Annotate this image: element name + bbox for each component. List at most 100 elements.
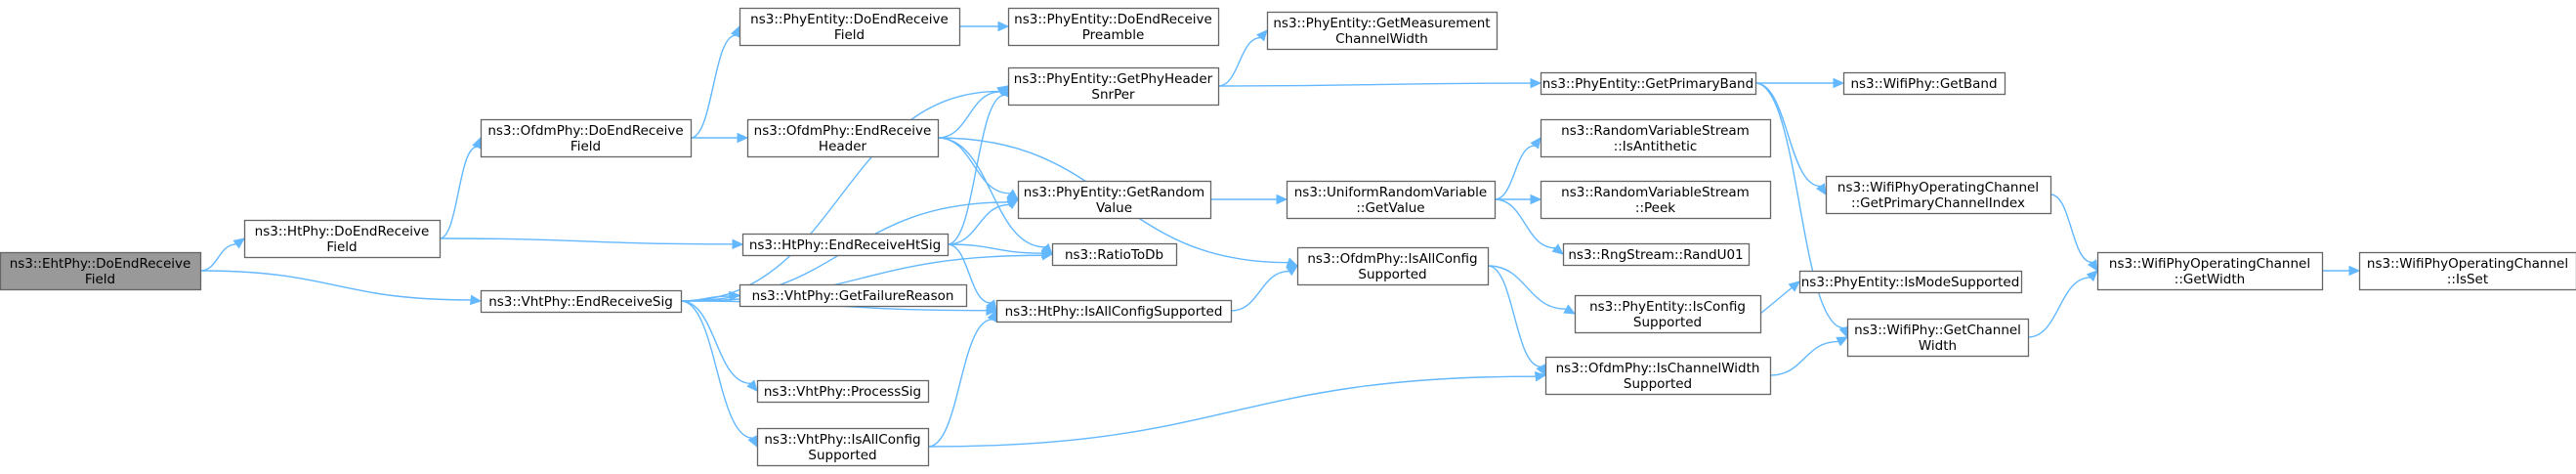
node-label-line: ns3::HtPhy::EndReceiveHtSig <box>749 237 941 253</box>
node-box[interactable] <box>243 219 442 259</box>
node-box[interactable] <box>1007 7 1220 47</box>
edge-arrowhead <box>1836 336 1849 347</box>
node-box[interactable] <box>1798 270 2023 294</box>
node-box[interactable] <box>2358 251 2576 291</box>
node-label-line: ns3::WifiPhyOperatingChannel <box>2109 256 2310 272</box>
function-node-n8[interactable]: ns3::VhtPhy::GetFailureReason <box>739 283 968 308</box>
edge-arrowhead <box>1788 280 1800 292</box>
function-node-n21[interactable]: ns3::RandomVariableStream::Peek <box>1540 180 1772 220</box>
edge-arrowhead <box>1006 196 1020 208</box>
node-box[interactable] <box>1825 175 2052 215</box>
node-box[interactable] <box>756 427 930 467</box>
edge-arrowhead <box>1551 243 1564 255</box>
node-label-line: ns3::WifiPhyOperatingChannel <box>1837 180 2039 195</box>
node-label-line: Field <box>570 139 601 154</box>
function-node-n7[interactable]: ns3::HtPhy::EndReceiveHtSig <box>741 233 950 257</box>
edge-arrowhead <box>747 435 758 449</box>
node-label-line: ns3::OfdmPhy::DoEndReceive <box>487 123 683 139</box>
function-node-n26[interactable]: ns3::WifiPhyOperatingChannel::GetPrimary… <box>1825 175 2052 215</box>
function-node-n19[interactable]: ns3::PhyEntity::GetPrimaryBand <box>1540 71 1757 96</box>
node-box[interactable] <box>739 283 968 308</box>
node-box[interactable] <box>1051 242 1178 267</box>
node-box[interactable] <box>1296 246 1490 286</box>
node-label-line: Supported <box>808 448 876 463</box>
function-node-n9[interactable]: ns3::VhtPhy::ProcessSig <box>756 379 930 404</box>
node-label-line: ns3::WifiPhy::GetBand <box>1850 76 1997 92</box>
node-box[interactable] <box>1544 356 1772 396</box>
function-node-n25[interactable]: ns3::WifiPhy::GetBand <box>1842 71 2006 96</box>
call-edge-n10-n15 <box>927 309 997 448</box>
node-label-line: ns3::PhyEntity::GetMeasurement <box>1273 16 1490 31</box>
edge-line <box>1230 270 1289 312</box>
node-label-line: ns3::PhyEntity::IsConfig <box>1589 299 1746 315</box>
node-box[interactable] <box>1842 71 2006 96</box>
node-label-line: ns3::UniformRandomVariable <box>1294 185 1488 200</box>
node-box[interactable] <box>1574 294 1762 334</box>
node-box[interactable] <box>741 233 950 257</box>
function-node-n27[interactable]: ns3::PhyEntity::IsModeSupported <box>1798 270 2023 294</box>
edge-arrowhead <box>1286 257 1299 268</box>
edge-line <box>947 243 1043 254</box>
function-node-n18[interactable]: ns3::OfdmPhy::IsAllConfigSupported <box>1296 246 1490 286</box>
node-label-line: ns3::PhyEntity::DoEndReceive <box>1014 12 1212 27</box>
function-node-n14[interactable]: ns3::RatioToDb <box>1051 242 1178 267</box>
node-box[interactable] <box>746 118 940 158</box>
function-node-n30[interactable]: ns3::WifiPhyOperatingChannel::IsSet <box>2358 251 2576 291</box>
node-box[interactable] <box>1562 242 1751 267</box>
node-label-line: ns3::RandomVariableStream <box>1561 123 1750 139</box>
node-box[interactable] <box>1007 66 1220 107</box>
node-box[interactable] <box>480 118 693 158</box>
edge-line <box>1759 286 1793 315</box>
edge-arrowhead <box>1256 29 1268 42</box>
node-label-line: ChannelWidth <box>1335 31 1428 47</box>
node-label-line: Preamble <box>1082 27 1145 43</box>
node-label-line: ns3::WifiPhyOperatingChannel <box>2367 256 2568 272</box>
function-node-n17[interactable]: ns3::UniformRandomVariable::GetValue <box>1286 180 1497 220</box>
node-label-line: Width <box>1919 338 1957 354</box>
node-label-line: Supported <box>1633 315 1702 330</box>
edge-arrowhead <box>1536 364 1546 377</box>
call-edge-n18-n23 <box>1487 265 1577 315</box>
function-node-n22[interactable]: ns3::RngStream::RandU01 <box>1562 242 1751 267</box>
function-node-n29[interactable]: ns3::WifiPhyOperatingChannel::GetWidth <box>2096 251 2324 291</box>
node-box[interactable] <box>739 7 961 47</box>
function-node-n4[interactable]: ns3::VhtPhy::EndReceiveSig <box>480 289 683 314</box>
node-box[interactable] <box>1017 180 1212 220</box>
function-node-n15[interactable]: ns3::HtPhy::IsAllConfigSupported <box>995 299 1233 323</box>
node-box[interactable] <box>1846 318 2030 358</box>
node-box[interactable] <box>1286 180 1497 220</box>
node-box[interactable] <box>995 299 1233 323</box>
node-box[interactable] <box>1540 71 1757 96</box>
node-box[interactable] <box>1540 118 1772 158</box>
node-box[interactable] <box>1540 180 1772 220</box>
edge-line <box>947 203 1010 245</box>
node-box[interactable] <box>1266 11 1499 51</box>
node-box[interactable] <box>0 251 202 291</box>
call-edge-n24-n28 <box>1769 336 1849 376</box>
node-label-line: ns3::WifiPhy::GetChannel <box>1854 323 2021 338</box>
call-edge-n4-n10 <box>680 300 758 449</box>
node-box[interactable] <box>756 379 930 404</box>
node-label-line: ::GetValue <box>1356 200 1424 216</box>
function-node-n20[interactable]: ns3::RandomVariableStream::IsAntithetic <box>1540 118 1772 158</box>
function-node-n16[interactable]: ns3::PhyEntity::GetMeasurementChannelWid… <box>1266 11 1499 51</box>
node-box[interactable] <box>480 289 683 314</box>
call-edge-n19-n25 <box>1755 77 1845 89</box>
node-label-line: Field <box>326 239 357 255</box>
edge-line <box>1487 265 1541 367</box>
node-box[interactable] <box>2096 251 2324 291</box>
call-edges <box>199 21 2361 449</box>
function-node-n10[interactable]: ns3::VhtPhy::IsAllConfigSupported <box>756 427 930 467</box>
edge-arrowhead <box>469 294 483 306</box>
